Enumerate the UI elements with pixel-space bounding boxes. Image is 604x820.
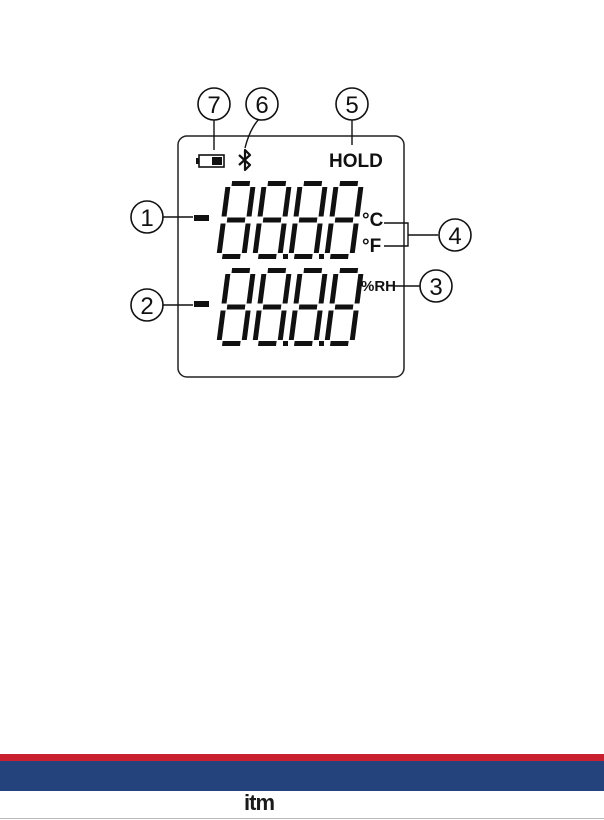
digits-top-row [216,181,364,259]
callout-3: 3 [420,270,452,302]
segment-digit [252,181,292,259]
decimal-point [319,254,324,259]
callout-4: 4 [439,219,471,251]
decimal-point [283,341,288,346]
minus-sign-top [194,215,209,221]
svg-text:2: 2 [140,293,153,320]
svg-text:1: 1 [140,205,153,232]
svg-text:7: 7 [207,92,220,119]
segment-digit [252,268,292,346]
bluetooth-icon [239,150,250,170]
svg-text:3: 3 [429,274,442,301]
segment-digit [216,181,256,259]
segment-digit [216,268,256,346]
callout-6: 6 [246,88,278,120]
digits-bottom-row [216,268,364,346]
callout-5: 5 [336,88,368,120]
hold-label: HOLD [329,151,383,172]
fahrenheit-label: °F [362,236,381,257]
humidity-label: %RH [361,278,396,295]
minus-sign-bottom [194,301,209,307]
segment-digit [324,268,364,346]
svg-text:4: 4 [448,223,461,250]
svg-text:5: 5 [345,92,358,119]
celsius-label: °C [362,210,384,231]
footer-blue-band [0,761,604,791]
decimal-point [283,254,288,259]
brand-logo-text: itm [244,793,304,813]
callout-1: 1 [131,201,163,233]
segment-digit [288,181,328,259]
decimal-point [319,341,324,346]
callout-2: 2 [131,289,163,321]
footer-rule [0,818,604,819]
segment-digit [288,268,328,346]
footer-red-stripe [0,754,604,761]
brand-logo: itm [244,793,304,813]
svg-text:6: 6 [255,92,268,119]
battery-icon [196,155,224,167]
callout-7: 7 [198,88,230,120]
segment-digit [324,181,364,259]
